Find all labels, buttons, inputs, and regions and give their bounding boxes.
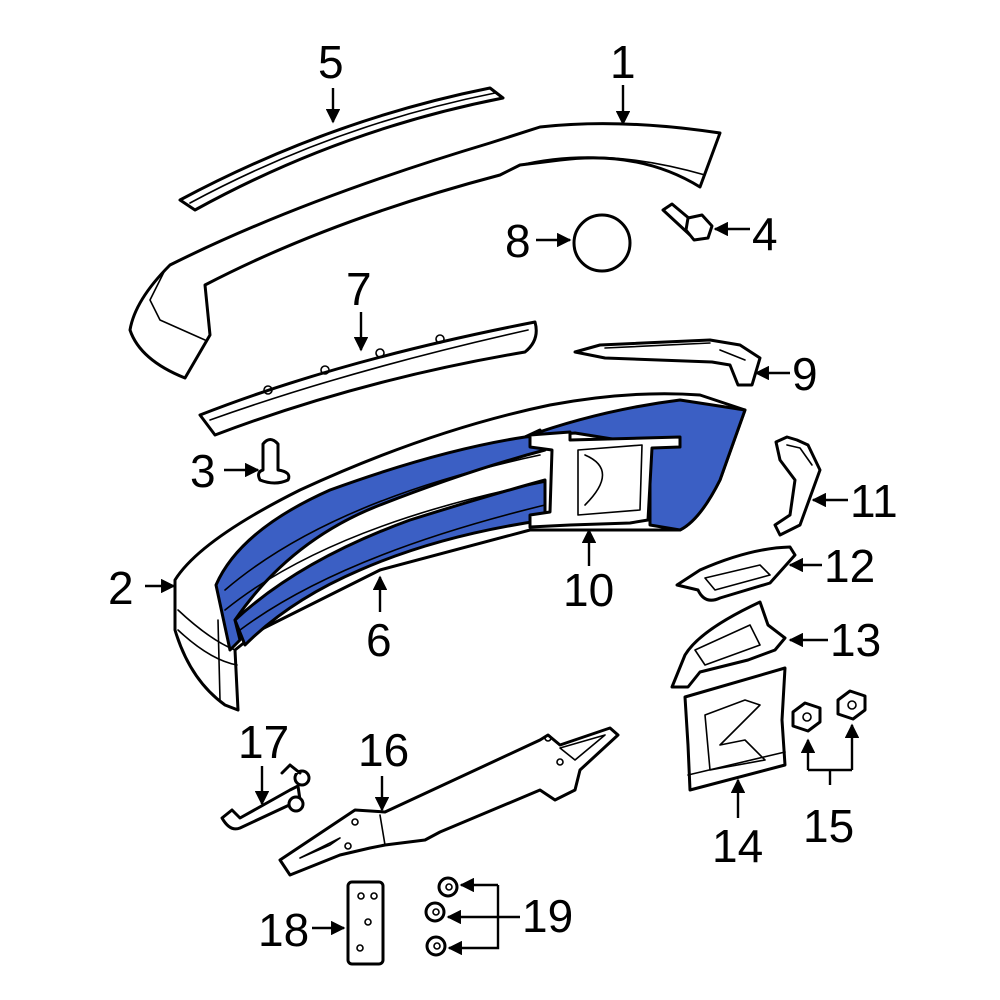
part-15-nuts[interactable] — [791, 689, 867, 733]
leader-lines — [145, 85, 860, 956]
part-14-mounting-bracket[interactable] — [683, 666, 787, 792]
part-12-bracket[interactable] — [675, 545, 797, 602]
callout-2: 2 — [108, 562, 134, 614]
part-1-bumper-cover-upper[interactable] — [128, 122, 722, 380]
callout-16: 16 — [358, 724, 409, 776]
part-7-step-pad[interactable] — [198, 320, 538, 437]
part-5-upper-molding[interactable] — [178, 86, 505, 212]
callout-11: 11 — [850, 475, 898, 527]
callout-12: 12 — [824, 540, 875, 592]
part-8-plug[interactable] — [572, 213, 632, 273]
callout-1: 1 — [610, 36, 636, 88]
part-18-plate[interactable] — [346, 880, 385, 966]
callout-6: 6 — [366, 614, 392, 666]
callout-13: 13 — [830, 614, 881, 666]
part-16-bracket-arm[interactable] — [278, 726, 620, 877]
callout-15: 15 — [803, 800, 854, 852]
callout-18: 18 — [258, 904, 309, 956]
callout-7: 7 — [346, 263, 372, 315]
callout-9: 9 — [792, 348, 818, 400]
callout-14: 14 — [712, 820, 763, 872]
part-11-support-bracket[interactable] — [773, 435, 822, 537]
part-4-bolt[interactable] — [661, 202, 714, 242]
callout-10: 10 — [563, 564, 614, 616]
part-9-side-bracket[interactable] — [573, 338, 762, 387]
callout-4: 4 — [752, 208, 778, 260]
callout-5: 5 — [318, 36, 344, 88]
part-19-flange-nuts[interactable] — [424, 876, 459, 957]
callout-3: 3 — [190, 445, 216, 497]
callout-19: 19 — [522, 890, 573, 942]
part-10-center-bracket[interactable] — [528, 430, 682, 529]
callout-8: 8 — [505, 215, 531, 267]
part-13-bracket[interactable] — [670, 600, 787, 689]
callout-17: 17 — [238, 716, 289, 768]
part-17-pin[interactable] — [220, 763, 311, 831]
part-3-push-pin[interactable] — [257, 438, 291, 485]
callout-labels: 5 1 8 4 7 9 3 2 6 10 11 12 13 14 15 16 1… — [108, 36, 898, 956]
